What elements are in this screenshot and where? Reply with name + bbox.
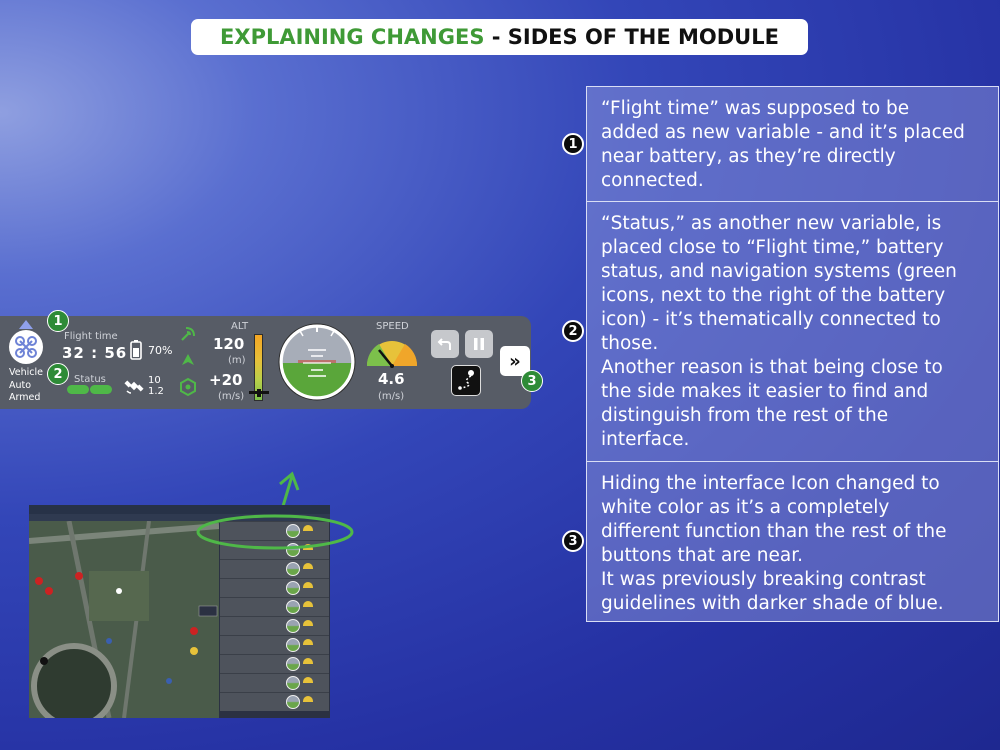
- hexagon-icon: [178, 377, 198, 401]
- route-button[interactable]: [451, 365, 481, 396]
- mini-module-list: [219, 521, 330, 718]
- battery-icon: [130, 340, 142, 364]
- explanation-2-line: Another reason is that being close to: [601, 357, 943, 378]
- mini-top-bar: [29, 505, 330, 514]
- explanation-3-line: buttons that are near.: [601, 545, 804, 566]
- vehicle-state-line: Auto: [9, 379, 32, 391]
- route-icon: [458, 370, 474, 390]
- annotation-badge-3: 3: [521, 370, 543, 392]
- speed-unit: (m/s): [378, 391, 405, 402]
- explanation-2-badge: 2: [562, 320, 584, 342]
- explanation-3: Hiding the interface Icon changed to whi…: [587, 461, 998, 623]
- satellite-count: 10: [148, 375, 161, 386]
- flight-time-label: Flight time: [64, 331, 118, 342]
- explanation-2-line: icon) - it’s thematically connected to: [601, 309, 941, 330]
- explanation-3-line: guidelines with darker shade of blue.: [601, 593, 944, 614]
- title-highlight: EXPLAINING CHANGES: [220, 25, 485, 49]
- attitude-indicator: [278, 323, 356, 405]
- highlight-ellipse: [196, 514, 354, 550]
- altitude-tape: [254, 334, 263, 401]
- status-indicator: [90, 385, 112, 394]
- map-view: [29, 521, 219, 718]
- speed-label: SPEED: [376, 321, 409, 332]
- explanation-2-line: status, and navigation systems (green: [601, 261, 957, 282]
- hdop-value: 1.2: [148, 386, 164, 397]
- title-rest: - SIDES OF THE MODULE: [484, 25, 779, 49]
- explanation-3-line: white color as it’s a completely: [601, 497, 890, 518]
- gps-info: 10 1.2: [148, 375, 164, 397]
- flight-time-value: 32 : 56: [62, 344, 128, 362]
- satellite-icon: [124, 376, 144, 400]
- vehicle-state: Vehicle Auto Armed: [9, 367, 43, 405]
- explanation-1-badge: 1: [562, 133, 584, 155]
- explanation-3-badge: 3: [562, 530, 584, 552]
- explanation-2-line: the side makes it easier to find and: [601, 381, 929, 402]
- alt-value: 120: [213, 335, 245, 353]
- explanation-3-line: Hiding the interface Icon changed to: [601, 473, 940, 494]
- mini-module-row: [220, 654, 329, 673]
- mini-module-row: [220, 673, 329, 692]
- explanation-1: “Flight time” was supposed to be added a…: [587, 87, 998, 201]
- mini-module-row: [220, 692, 329, 711]
- pause-icon: [474, 338, 484, 350]
- vehicle-state-line: Armed: [9, 392, 41, 403]
- vertical-speed-value: +20: [209, 371, 243, 389]
- status-label: Status: [74, 374, 106, 385]
- battery-percent: 70%: [148, 344, 173, 357]
- return-button[interactable]: [431, 330, 459, 358]
- explanation-3-line: different function than the rest of the: [601, 521, 947, 542]
- explanation-2-line: interface.: [601, 429, 690, 450]
- mini-module-row: [220, 578, 329, 597]
- alt-label: ALT: [231, 321, 249, 332]
- explanation-2-line: “Status,” as another new variable, is: [601, 213, 942, 234]
- explanation-2-line: distinguish from the rest of the: [601, 405, 889, 426]
- status-indicator: [67, 385, 89, 394]
- explanation-1-line: near battery, as they’re directly: [601, 146, 896, 167]
- alt-unit: (m): [228, 355, 246, 366]
- explanation-2: “Status,” as another new variable, is pl…: [587, 201, 998, 461]
- full-interface-screenshot: [29, 505, 330, 718]
- explanation-2-line: placed close to “Flight time,” battery: [601, 237, 944, 258]
- page-title: EXPLAINING CHANGES - SIDES OF THE MODULE: [191, 19, 808, 55]
- mini-module-row: [220, 635, 329, 654]
- return-icon: [437, 338, 451, 350]
- mini-sub-bar: [29, 514, 330, 521]
- hide-interface-button[interactable]: »: [500, 346, 530, 376]
- vehicle-module[interactable]: Vehicle Auto Armed Flight time 32 : 56 S…: [0, 316, 531, 409]
- pause-button[interactable]: [465, 330, 493, 358]
- altitude-marker-icon: [249, 382, 269, 401]
- vertical-speed-unit: (m/s): [218, 391, 245, 402]
- speed-value: 4.6: [378, 370, 405, 388]
- vehicle-state-line: Vehicle: [9, 367, 43, 378]
- explanation-2-line: icons, next to the right of the battery: [601, 285, 946, 306]
- mini-module-row: [220, 559, 329, 578]
- explanation-1-line: connected.: [601, 170, 704, 191]
- mini-module-row: [220, 616, 329, 635]
- signal-icon: [178, 324, 198, 348]
- drone-icon[interactable]: [9, 320, 43, 364]
- explanation-panel: “Flight time” was supposed to be added a…: [586, 86, 999, 622]
- mini-module-row: [220, 597, 329, 616]
- double-chevron-icon: »: [509, 350, 521, 372]
- explanation-2-line: those.: [601, 333, 659, 354]
- annotation-badge-2: 2: [47, 363, 69, 385]
- location-arrow-icon: [180, 352, 196, 372]
- mini-module-row: [220, 521, 329, 540]
- annotation-badge-1: 1: [47, 310, 69, 332]
- heading-indicator-icon: [19, 320, 33, 329]
- explanation-3-line: It was previously breaking contrast: [601, 569, 926, 590]
- speed-gauge: [365, 336, 419, 372]
- explanation-1-line: “Flight time” was supposed to be: [601, 98, 910, 119]
- explanation-1-line: added as new variable - and it’s placed: [601, 122, 965, 143]
